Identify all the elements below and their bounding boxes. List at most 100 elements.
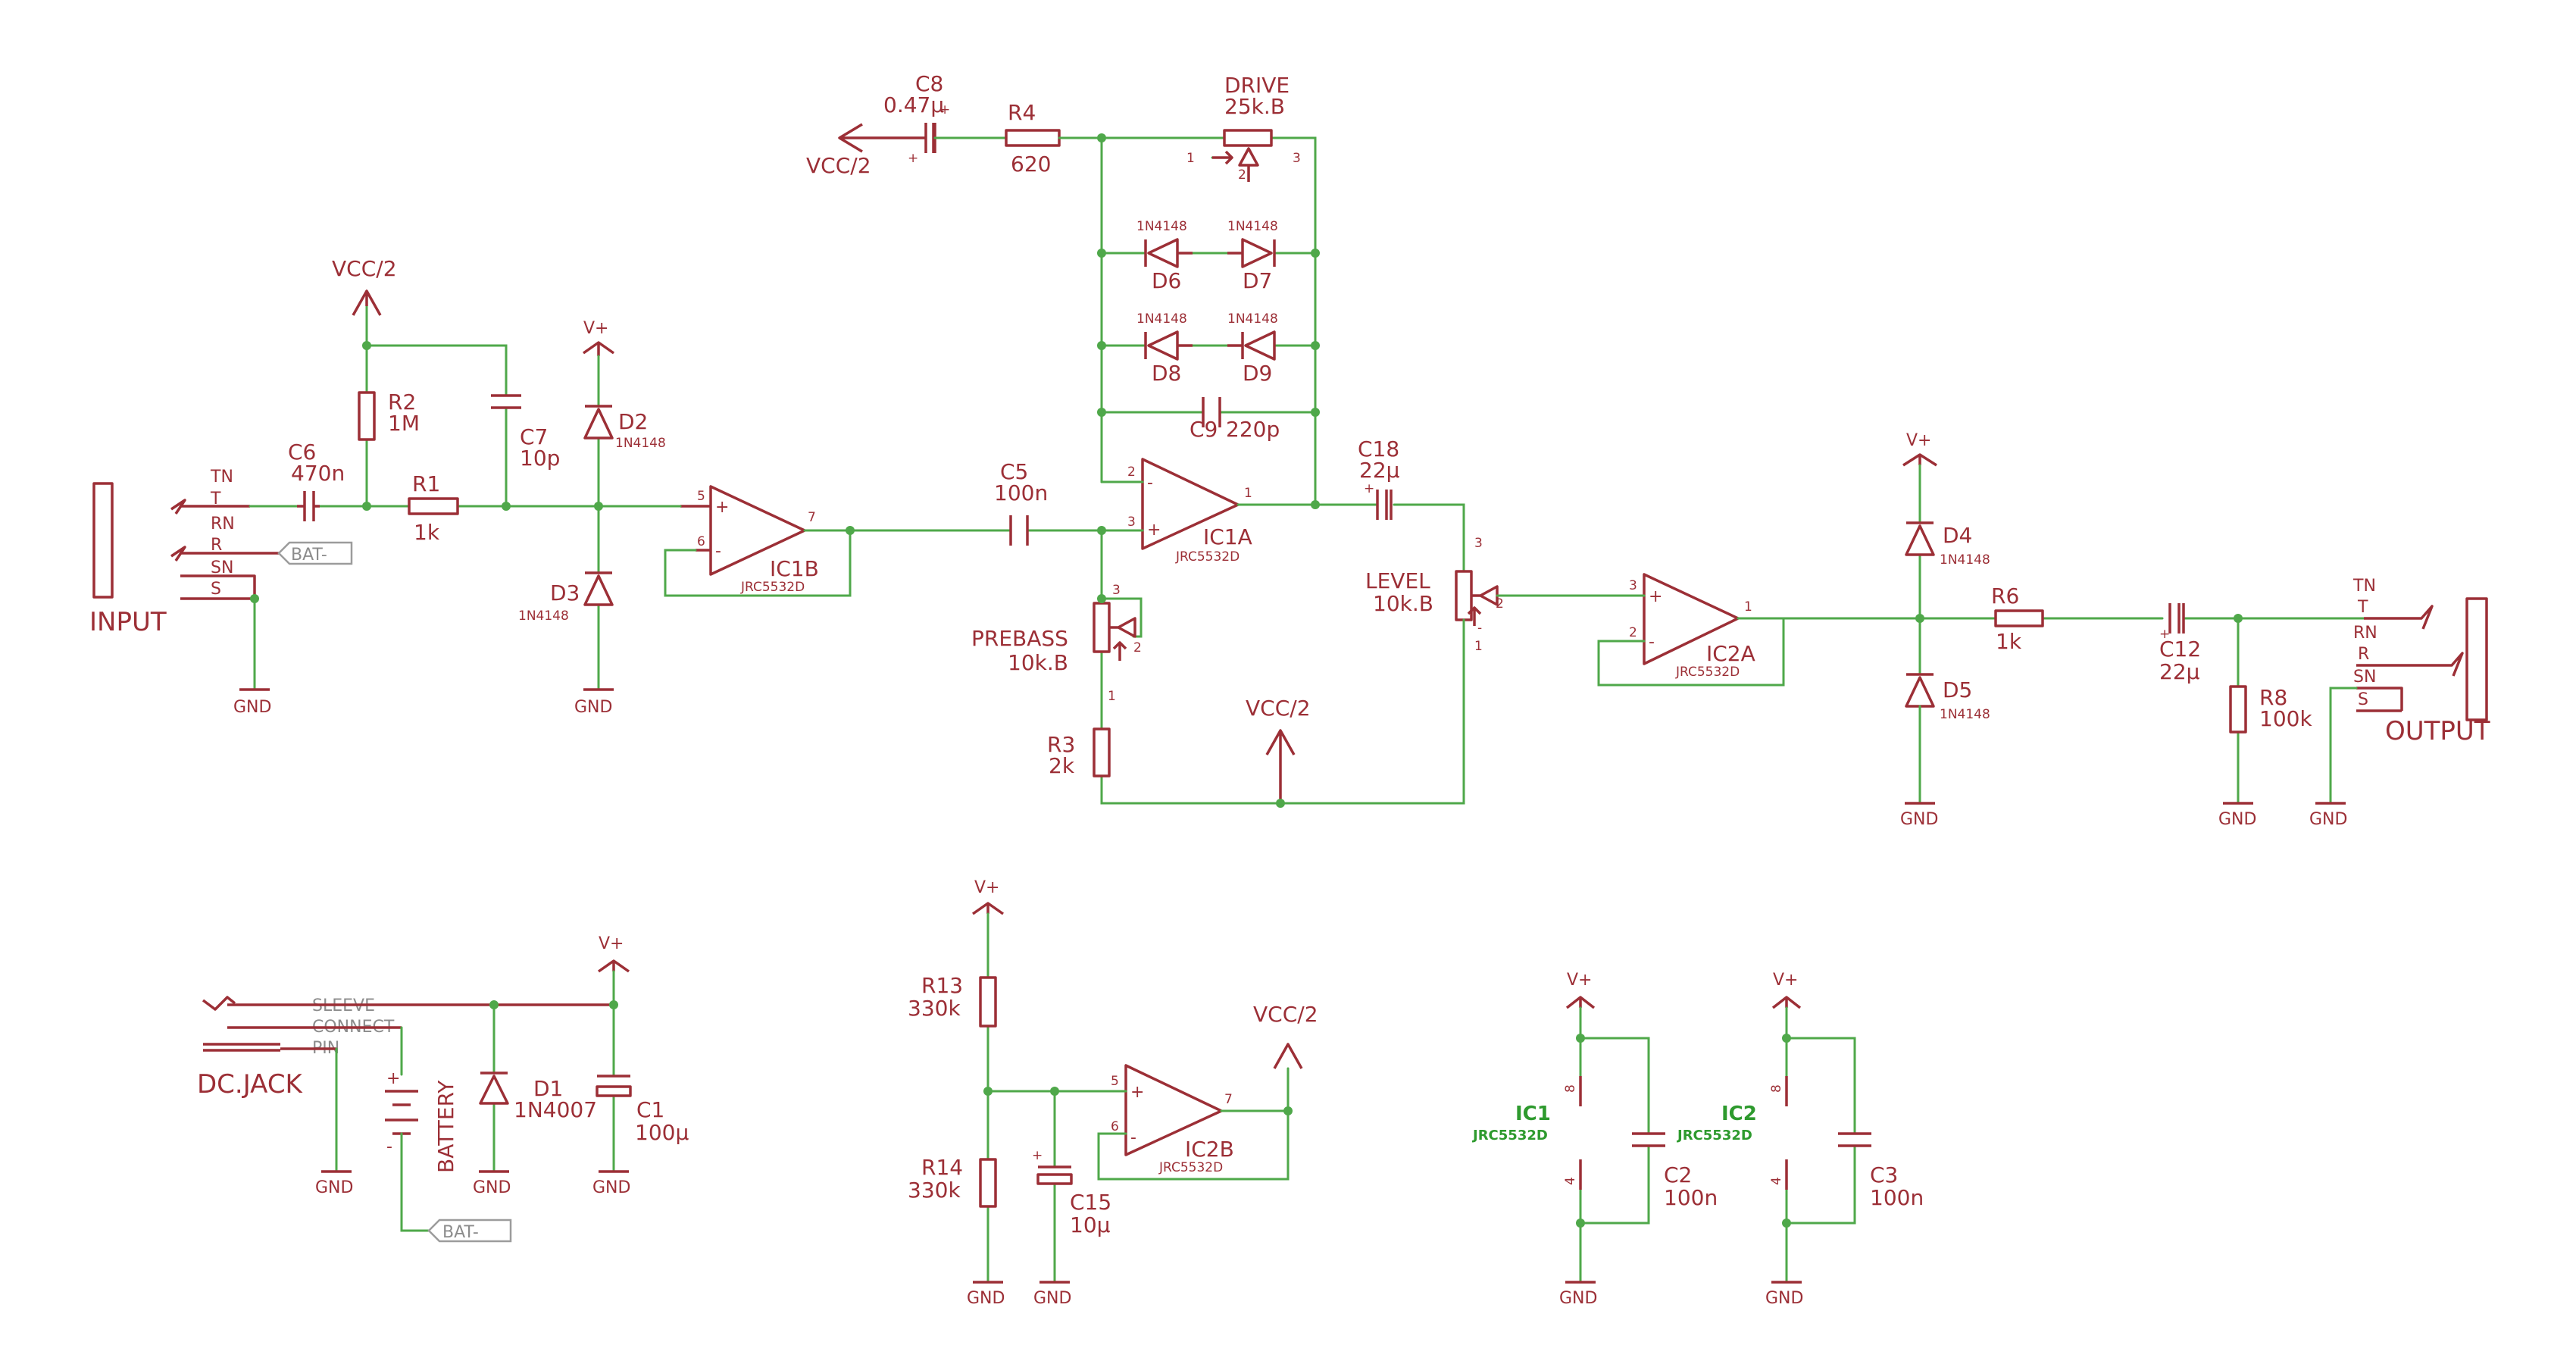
pins-p3-text: 3 bbox=[1293, 151, 1301, 166]
input-t-label: T bbox=[210, 490, 221, 508]
diode-d5: D5 1N4148 GND bbox=[1900, 673, 1990, 829]
vcc2-arrow-c8: VCC/2 bbox=[806, 123, 917, 178]
diode-d3: D3 1N4148 GND bbox=[518, 505, 614, 717]
capacitor-c6: C6 470n bbox=[288, 440, 345, 521]
input-label: INPUT bbox=[89, 607, 167, 637]
labels-gnd-text: GND bbox=[315, 1178, 353, 1197]
input-s-label: S bbox=[211, 580, 221, 599]
potentiometer-prebass: PREBASS 10k.B 3 2 1 bbox=[971, 529, 1465, 805]
vcc2-supply-r2: VCC/2 bbox=[332, 256, 397, 316]
pins-plus-text: + bbox=[386, 1069, 400, 1088]
components-d8-name-text: D8 bbox=[1152, 361, 1181, 386]
components-ic1a-value-text: JRC5532D bbox=[1175, 549, 1240, 565]
components-r1-name-text: R1 bbox=[412, 471, 440, 496]
pins-p8-text: 8 bbox=[1563, 1084, 1578, 1093]
components-c18-value-text: 22μ bbox=[1359, 458, 1400, 483]
labels-gnd-text: GND bbox=[233, 698, 271, 717]
components-d5-value-text: 1N4148 bbox=[1940, 707, 1990, 722]
labels-rn-text: RN bbox=[2353, 624, 2377, 643]
components-r14-name-text: R14 bbox=[921, 1155, 963, 1180]
pins-plus-text: + bbox=[1649, 587, 1662, 606]
labels-gnd-text: GND bbox=[1559, 1289, 1597, 1308]
input-jack: INPUT TN T RN R SN S bbox=[89, 468, 256, 637]
bat-minus-tag-dc: BAT- bbox=[427, 1219, 512, 1243]
components-c8-name-text: C8 bbox=[915, 71, 943, 96]
components-ic1a-name-text: IC1A bbox=[1203, 524, 1252, 549]
components-r1-value-text: 1k bbox=[414, 520, 440, 545]
potentiometer-drive: DRIVE 25k.B 1 2 3 bbox=[1100, 73, 1317, 183]
components-r4-value-text: 620 bbox=[1011, 152, 1051, 177]
diode-d8: 1N4148 D8 bbox=[1136, 311, 1193, 386]
capacitor-c2: C2 100n bbox=[1632, 1132, 1718, 1210]
components-r3-value-text: 2k bbox=[1049, 753, 1075, 778]
opamp-ic2a: 3 2 1 + - IC2A JRC5532D bbox=[1597, 573, 1785, 687]
components-d4-value-text: 1N4148 bbox=[1940, 552, 1990, 568]
components-level-name-text: LEVEL bbox=[1365, 568, 1430, 593]
pins-plus-text: + bbox=[715, 498, 729, 517]
pins-p3-text: 3 bbox=[1629, 578, 1637, 593]
labels-gnd-text: GND bbox=[574, 698, 612, 717]
input-tn-label: TN bbox=[210, 468, 233, 486]
labels-battery-text: BATTERY bbox=[433, 1080, 458, 1173]
labels-sn-text: SN bbox=[2353, 668, 2376, 687]
components-r2-value-text: 1M bbox=[388, 411, 420, 436]
resistor-r14: R14 330k bbox=[908, 1155, 997, 1208]
labels-t-text: T bbox=[2357, 598, 2368, 617]
pins-p5-text: 5 bbox=[1111, 1074, 1119, 1089]
opamp-ic2b: VCC/2 5 6 7 + - IC2B JRC5532D bbox=[1097, 1002, 1318, 1181]
components-c9-value-text: 220p bbox=[1226, 417, 1280, 442]
capacitor-c9: C9 220p bbox=[1190, 397, 1280, 442]
components-c6-value-text: 470n bbox=[291, 461, 345, 486]
resistor-r3: R3 2k bbox=[1047, 727, 1111, 778]
output-jack: TN T RN R SN S OUTPUT GND bbox=[2309, 577, 2490, 829]
capacitor-c15: + C15 10μ GND bbox=[1032, 1087, 1111, 1308]
components-ic2b-name-text: IC2B bbox=[1185, 1137, 1234, 1162]
components-c2-name-text: C2 bbox=[1664, 1162, 1692, 1187]
pins-plus-text: + bbox=[2159, 627, 2170, 642]
components-d4-name-text: D4 bbox=[1943, 523, 1972, 548]
components-d2-name-text: D2 bbox=[618, 409, 648, 434]
resistor-r8: R8 100k GND bbox=[2218, 617, 2312, 829]
components-d7-value-text: 1N4148 bbox=[1227, 219, 1278, 234]
labels-gnd-text: GND bbox=[473, 1178, 511, 1197]
pins-p6-text: 6 bbox=[697, 534, 705, 549]
labels-bat_minus-text: BAT- bbox=[442, 1223, 479, 1242]
labels-gnd-text: GND bbox=[1765, 1289, 1803, 1308]
components-r14-value-text: 330k bbox=[908, 1178, 961, 1203]
labels-gnd-text: GND bbox=[967, 1289, 1005, 1308]
labels-vcc2-text: VCC/2 bbox=[1246, 696, 1311, 721]
components-drive-name-text: DRIVE bbox=[1224, 73, 1290, 98]
ic1-power: V+ 8 4 IC1 JRC5532D GND bbox=[1471, 971, 1650, 1308]
components-c1-value-text: 100μ bbox=[635, 1120, 689, 1145]
pins-p5-text: 5 bbox=[697, 489, 705, 504]
components-d2-value-text: 1N4148 bbox=[615, 436, 666, 451]
bat-minus-tag-input: BAT- bbox=[250, 541, 353, 565]
labels-gnd-text: GND bbox=[592, 1178, 630, 1197]
components-prebass-name-text: PREBASS bbox=[971, 626, 1068, 651]
input-sn-label: SN bbox=[211, 558, 233, 577]
labels-vplus-text: V+ bbox=[583, 319, 608, 338]
components-r3-name-text: R3 bbox=[1047, 732, 1075, 757]
components-c9-name-text: C9 bbox=[1190, 417, 1218, 442]
vcc2-generator: V+ GND bbox=[967, 878, 1115, 1308]
input-rn-label: RN bbox=[211, 515, 235, 533]
components-c8-value-text: 0.47μ bbox=[883, 92, 944, 117]
resistor-r2: R2 1M bbox=[358, 305, 420, 511]
components-ic2b-value-text: JRC5532D bbox=[1158, 1160, 1223, 1175]
components-c1-name-text: C1 bbox=[636, 1097, 664, 1122]
pins-plus-text: + bbox=[908, 151, 918, 166]
labels-s-text: S bbox=[2358, 690, 2368, 709]
battery: BATTERY + - bbox=[385, 1069, 458, 1232]
diode-d9: 1N4148 D9 bbox=[1227, 311, 1278, 386]
pins-p2-text: 2 bbox=[1127, 465, 1136, 480]
pins-p3-text: 3 bbox=[1127, 515, 1136, 530]
pins-minus-text: - bbox=[715, 542, 721, 561]
diode-d4: V+ D4 1N4148 bbox=[1902, 431, 1990, 676]
pins-p7-text: 7 bbox=[1224, 1092, 1233, 1107]
pins-minus-text: - bbox=[1147, 474, 1153, 493]
labels-gnd-text: GND bbox=[1033, 1289, 1071, 1308]
pins-minus-text: - bbox=[1649, 633, 1655, 652]
diode-d7: 1N4148 D7 bbox=[1227, 219, 1278, 293]
capacitor-c12: C12 22μ + bbox=[2159, 603, 2243, 684]
components-drive-value-text: 25k.B bbox=[1224, 94, 1285, 119]
